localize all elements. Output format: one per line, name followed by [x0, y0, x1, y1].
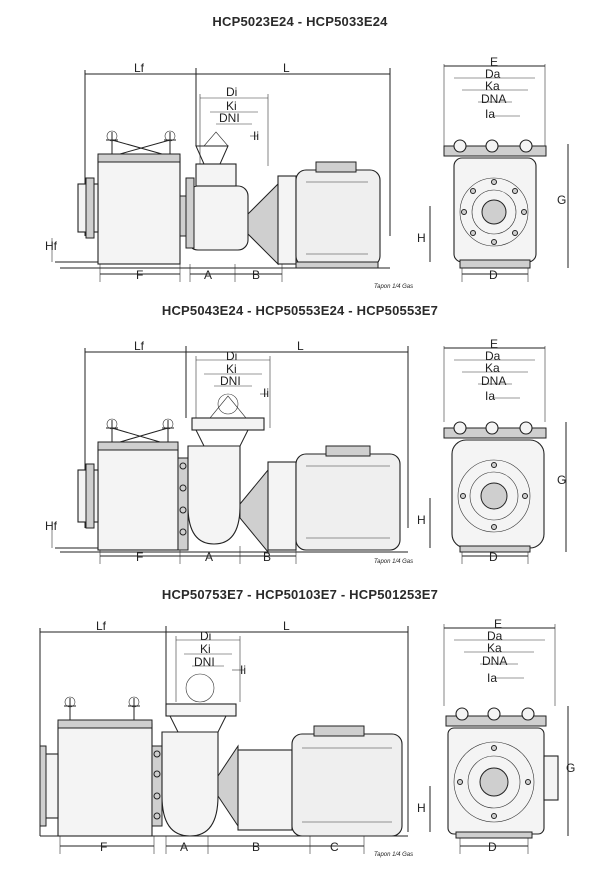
note-tapon: Tapon 1/4 Gas [374, 284, 413, 290]
label-di: Di [226, 349, 237, 363]
label-da: Da [485, 349, 501, 363]
label-l: L [283, 61, 290, 75]
section-2-title: HCP5043E24 - HCP50553E24 - HCP50553E7 [161, 303, 439, 318]
label-hf: Hf [45, 239, 58, 253]
label-ia: Ia [485, 107, 495, 121]
note-tapon: Tapon 1/4 Gas [374, 852, 413, 858]
label-ii: Ii [253, 129, 259, 143]
label-lf: Lf [134, 61, 145, 75]
side-dimension-lines [39, 626, 431, 854]
pump-motor [239, 445, 401, 554]
label-di: Di [226, 85, 237, 99]
pump-front-view [445, 707, 559, 839]
label-lf: Lf [96, 619, 107, 633]
label-ii: Ii [240, 663, 246, 677]
label-f: F [100, 840, 107, 854]
label-dna: DNA [481, 92, 506, 106]
label-ka: Ka [487, 641, 502, 655]
label-l: L [283, 619, 290, 633]
label-d: D [489, 268, 498, 282]
label-d: D [489, 550, 498, 564]
front-dimension-lines [443, 624, 569, 854]
label-b: B [252, 840, 260, 854]
section-3-title: HCP50753E7 - HCP50103E7 - HCP501253E7 [161, 587, 439, 602]
section-2-drawing: Lf L Di Ki DNI Ii Hf H F A B E Da Ka DN [45, 337, 567, 565]
front-dimension-lines [443, 346, 567, 564]
label-e: E [494, 617, 502, 631]
label-g: G [566, 761, 575, 775]
pump-volute [177, 393, 265, 551]
label-c: C [330, 840, 339, 854]
side-dimension-lines [51, 346, 431, 564]
label-a: A [180, 840, 188, 854]
label-ka: Ka [485, 361, 500, 375]
pump-front-view [443, 139, 547, 269]
label-a: A [204, 268, 212, 282]
side-dimension-lines [51, 68, 431, 282]
section-1-title: HCP5023E24 - HCP5033E24 [212, 14, 388, 29]
pump-volute [185, 131, 249, 251]
label-h: H [417, 513, 426, 527]
label-f: F [136, 550, 143, 564]
strainer-basket [77, 130, 189, 265]
note-tapon: Tapon 1/4 Gas [374, 559, 413, 565]
label-ki: Ki [200, 642, 211, 656]
label-dni: DNI [219, 111, 240, 125]
strainer-basket [39, 696, 153, 837]
label-dni: DNI [220, 374, 241, 388]
label-g: G [557, 193, 566, 207]
label-ia: Ia [487, 671, 497, 685]
label-e: E [490, 337, 498, 351]
pump-motor [247, 161, 381, 269]
label-e: E [490, 55, 498, 69]
label-h: H [417, 231, 426, 245]
pump-front-view [443, 421, 547, 553]
label-d: D [488, 840, 497, 854]
label-dni: DNI [194, 655, 215, 669]
section-3-drawing: Lf L Di Ki DNI Ii H F A B C E Da Ka [39, 617, 575, 858]
label-f: F [136, 268, 143, 282]
strainer-basket [77, 418, 179, 551]
label-l: L [297, 339, 304, 353]
label-da: Da [487, 629, 503, 643]
section-1-drawing: Lf L Di Ki DNI Ii Hf H F A B [45, 55, 569, 290]
pump-volute [151, 673, 237, 837]
label-ki: Ki [226, 362, 237, 376]
label-di: Di [200, 629, 211, 643]
label-dna: DNA [482, 654, 507, 668]
label-h: H [417, 801, 426, 815]
label-a: A [205, 550, 213, 564]
label-da: Da [485, 67, 501, 81]
label-b: B [263, 550, 271, 564]
label-ii: Ii [263, 386, 269, 400]
label-b: B [252, 268, 260, 282]
label-ki: Ki [226, 99, 237, 113]
label-hf: Hf [45, 519, 58, 533]
label-g: G [557, 473, 566, 487]
label-ia: Ia [485, 389, 495, 403]
label-lf: Lf [134, 339, 145, 353]
pump-motor [217, 725, 403, 837]
label-dna: DNA [481, 374, 506, 388]
label-ka: Ka [485, 79, 500, 93]
